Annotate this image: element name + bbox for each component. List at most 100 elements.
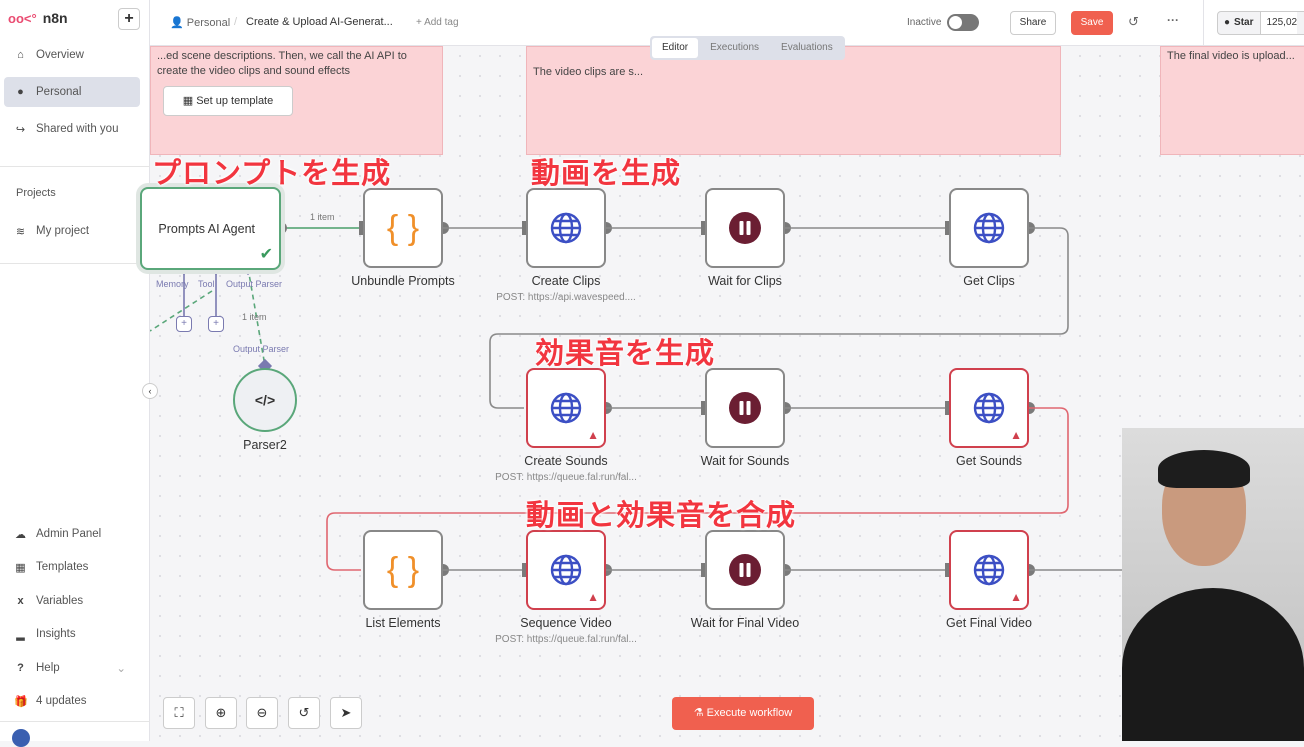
label: 4 updates	[36, 695, 87, 707]
project-name: Personal	[186, 17, 231, 29]
sidebar-item-insights[interactable]: ▂Insights	[4, 619, 140, 649]
sticky-note[interactable]: The final video is upload...	[1160, 46, 1304, 155]
workflow-node[interactable]	[705, 188, 785, 268]
sidebar-item-updates[interactable]: 🎁 4 updates	[4, 686, 140, 716]
execute-workflow-button[interactable]: ⚗ Execute workflow	[672, 697, 814, 730]
templates-icon: ▦	[182, 95, 197, 107]
collapse-sidebar-button[interactable]: ‹	[142, 383, 158, 399]
flask-icon: ⚗	[693, 707, 707, 719]
port-label-memory: Memory	[156, 279, 189, 289]
input-handle[interactable]	[945, 563, 951, 577]
sidebar: oo<°n8n + ⌂Overview ●Personal ↪Shared wi…	[0, 0, 150, 747]
divider	[1203, 0, 1204, 46]
zoom-out-icon[interactable]: ⊖	[246, 697, 278, 729]
tidy-up-icon[interactable]: ➤	[330, 697, 362, 729]
connection	[150, 290, 213, 332]
label: Execute workflow	[706, 707, 793, 719]
history-icon[interactable]: ↺	[1128, 14, 1139, 29]
input-handle[interactable]	[701, 401, 707, 415]
tab-editor[interactable]: Editor	[652, 38, 699, 58]
workflow-title[interactable]: Create & Upload AI-Generat...	[246, 16, 393, 28]
more-options-icon[interactable]: ···	[1167, 13, 1179, 27]
node-label: List Elements	[365, 616, 441, 630]
label: Overview	[36, 49, 84, 61]
sidebar-item-personal[interactable]: ●Personal	[4, 77, 140, 107]
variables-icon: x	[17, 595, 24, 607]
parser-node[interactable]: </>	[233, 368, 297, 432]
warning-icon: ▲	[587, 428, 599, 442]
sidebar-item-help[interactable]: ?Help⌄	[4, 653, 140, 683]
workflow-node[interactable]: ▲	[949, 368, 1029, 448]
breadcrumb-separator: /	[234, 16, 238, 28]
sticky-text: ...ed scene descriptions. Then, we call …	[157, 50, 407, 77]
add-memory-button[interactable]: +	[176, 316, 192, 332]
node-label: Prompts AI Agent	[158, 221, 255, 236]
sidebar-item-templates[interactable]: ▦Templates	[4, 552, 140, 582]
sidebar-item-shared[interactable]: ↪Shared with you	[4, 114, 140, 144]
input-handle[interactable]	[701, 563, 707, 577]
input-handle[interactable]	[522, 221, 528, 235]
tab-evaluations[interactable]: Evaluations	[781, 42, 833, 53]
warning-icon: ▲	[1010, 590, 1022, 604]
breadcrumb-project[interactable]: 👤 Personal	[170, 17, 231, 29]
input-handle[interactable]	[945, 221, 951, 235]
code-braces-icon: { }	[386, 208, 420, 247]
input-handle[interactable]	[522, 563, 528, 577]
chart-icon: ▂	[16, 628, 25, 641]
annotation: プロンプトを生成	[152, 158, 392, 190]
sidebar-item-admin-panel[interactable]: ☁Admin Panel	[4, 519, 140, 549]
workflow-node[interactable]	[949, 188, 1029, 268]
add-tool-button[interactable]: +	[208, 316, 224, 332]
zoom-in-icon[interactable]: ⊕	[205, 697, 237, 729]
item-count: 1 item	[310, 212, 335, 222]
workflow-canvas[interactable]: ...ed scene descriptions. Then, we call …	[140, 46, 1304, 741]
label: Help	[36, 662, 60, 674]
workflow-node[interactable]: { }	[363, 188, 443, 268]
node-subtitle: POST: https://api.wavespeed....	[496, 292, 636, 303]
cloud-icon: ☁	[15, 528, 26, 541]
workflow-node[interactable]	[705, 530, 785, 610]
node-subtitle: POST: https://queue.fal.run/fal...	[495, 472, 637, 483]
workflow-node[interactable]: { }	[363, 530, 443, 610]
input-handle[interactable]	[945, 401, 951, 415]
code-braces-icon: { }	[386, 550, 420, 589]
create-button[interactable]: +	[118, 8, 140, 30]
gift-icon: 🎁	[14, 695, 28, 708]
templates-icon: ▦	[15, 561, 26, 574]
node-label: Create Clips	[531, 274, 601, 288]
annotation: 動画を生成	[531, 158, 682, 190]
add-tag-button[interactable]: + Add tag	[416, 17, 459, 28]
avatar[interactable]	[12, 729, 30, 747]
globe-icon	[549, 391, 583, 425]
active-toggle[interactable]	[947, 14, 979, 31]
label: Set up template	[196, 95, 274, 107]
item-count: 1 item	[242, 312, 267, 322]
input-handle[interactable]	[359, 221, 365, 235]
workflow-node[interactable]: ▲	[949, 530, 1029, 610]
share-button[interactable]: Share	[1010, 11, 1056, 35]
pause-icon	[728, 391, 762, 425]
pause-icon	[728, 553, 762, 587]
sidebar-item-my-project[interactable]: ≋My project	[4, 216, 140, 246]
setup-template-button[interactable]: ▦ Set up template	[163, 86, 293, 116]
workflow-node[interactable]	[526, 188, 606, 268]
save-button[interactable]: Save	[1071, 11, 1113, 35]
sticky-note[interactable]: The video clips are s...	[526, 46, 1061, 155]
workflow-node[interactable]: ▲	[526, 530, 606, 610]
input-handle[interactable]	[701, 221, 707, 235]
port-label-output-parser: Output Parser	[226, 279, 283, 289]
ai-agent-node[interactable]: Prompts AI Agent✔	[140, 187, 281, 270]
reset-icon[interactable]: ↺	[288, 697, 320, 729]
workflow-node[interactable]	[705, 368, 785, 448]
sidebar-item-overview[interactable]: ⌂Overview	[4, 40, 140, 70]
workflow-node[interactable]: ▲	[526, 368, 606, 448]
label: My project	[36, 225, 90, 237]
github-icon: ●	[1224, 17, 1231, 28]
tab-executions[interactable]: Executions	[710, 42, 760, 53]
port-label: Output Parser	[233, 344, 290, 354]
divider	[0, 721, 150, 722]
logo[interactable]: oo<°n8n	[8, 10, 68, 26]
fit-view-icon[interactable]: ⛶	[163, 697, 195, 729]
